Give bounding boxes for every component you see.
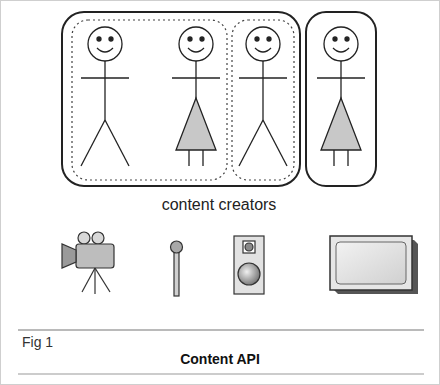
camera-icon — [62, 232, 114, 294]
microphone-icon — [171, 241, 183, 296]
figure-number: Fig 1 — [22, 334, 53, 350]
stick-figures — [81, 27, 365, 166]
caption-rule — [18, 329, 424, 330]
caption-rule — [18, 374, 424, 375]
stick-figure — [172, 27, 220, 166]
group-label: content creators — [162, 196, 277, 214]
stick-figure — [81, 27, 129, 166]
subgroup-outline — [232, 20, 294, 180]
group-outline — [62, 12, 300, 186]
speaker-icon — [234, 236, 264, 294]
subgroup-outline — [72, 20, 227, 180]
screen-icon — [330, 236, 418, 294]
stick-figure — [317, 27, 365, 166]
group-outline — [306, 12, 376, 186]
stick-figure — [239, 27, 287, 166]
figure-caption: Content API — [180, 351, 260, 367]
